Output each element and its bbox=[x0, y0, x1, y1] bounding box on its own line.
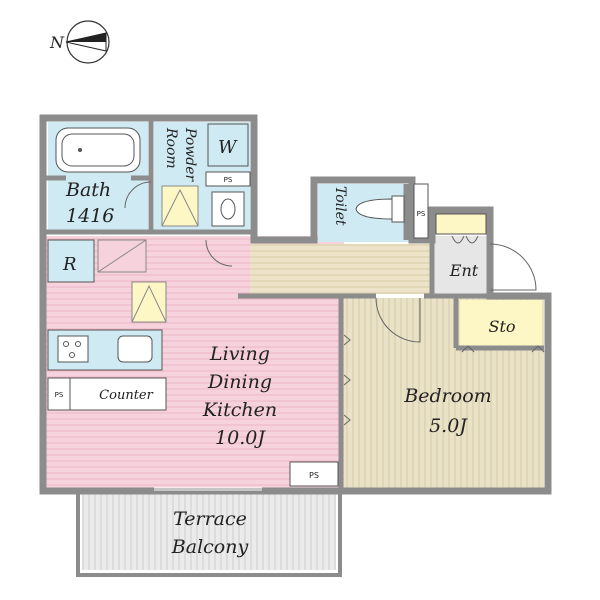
ps-label: PS bbox=[309, 471, 319, 480]
powder-door-arc bbox=[205, 239, 233, 267]
bath-size: 1416 bbox=[66, 205, 114, 227]
terrace-label-2: Balcony bbox=[171, 536, 249, 558]
ceiling-storage bbox=[161, 185, 199, 227]
bedroom-door-arc bbox=[375, 297, 421, 343]
terrace-outline bbox=[76, 489, 342, 577]
bath-door-arc bbox=[124, 181, 152, 209]
entrance-door-arc bbox=[489, 243, 537, 291]
sink-icon bbox=[211, 191, 245, 227]
toilet-label: Toilet bbox=[332, 186, 348, 226]
north-label: N bbox=[49, 33, 65, 52]
ldk-storage bbox=[131, 281, 167, 323]
ldk-label-2: Dining bbox=[207, 371, 272, 393]
storage-label: Sto bbox=[488, 317, 515, 336]
entrance-floor bbox=[434, 236, 488, 296]
ps-label: PS bbox=[417, 210, 426, 218]
ps-label: PS bbox=[55, 391, 64, 399]
kitchen-sink-icon bbox=[117, 335, 153, 363]
refrigerator-label: R bbox=[62, 254, 77, 275]
powder-label: Powder bbox=[182, 127, 198, 183]
inner-walls bbox=[43, 118, 544, 491]
shoe-cabinet bbox=[435, 213, 487, 235]
ldk-size: 10.0J bbox=[215, 427, 266, 449]
terrace-floor bbox=[82, 494, 336, 570]
terrace-label-1: Terrace bbox=[173, 508, 247, 530]
washer-box bbox=[207, 123, 249, 167]
refrigerator-box bbox=[47, 239, 95, 283]
room-label: Room bbox=[163, 127, 179, 169]
ldk-label-1: Living bbox=[209, 343, 270, 365]
counter bbox=[69, 377, 167, 411]
ps-label: PS bbox=[224, 176, 233, 184]
counter-label: Counter bbox=[99, 388, 153, 403]
stove-icon bbox=[57, 335, 89, 363]
bathtub-icon bbox=[55, 127, 141, 173]
bedroom-size: 5.0J bbox=[429, 415, 468, 437]
bedroom-label: Bedroom bbox=[403, 385, 491, 407]
toilet-icon bbox=[355, 198, 393, 220]
entrance-label: Ent bbox=[449, 261, 479, 280]
compass: N bbox=[49, 20, 110, 64]
toilet-tank bbox=[391, 195, 405, 223]
bath-label: Bath bbox=[65, 179, 111, 201]
storage-floor bbox=[460, 300, 542, 346]
hallway-floor bbox=[250, 244, 432, 294]
ldk-label-3: Kitchen bbox=[202, 399, 277, 421]
washer-label: W bbox=[218, 137, 238, 158]
